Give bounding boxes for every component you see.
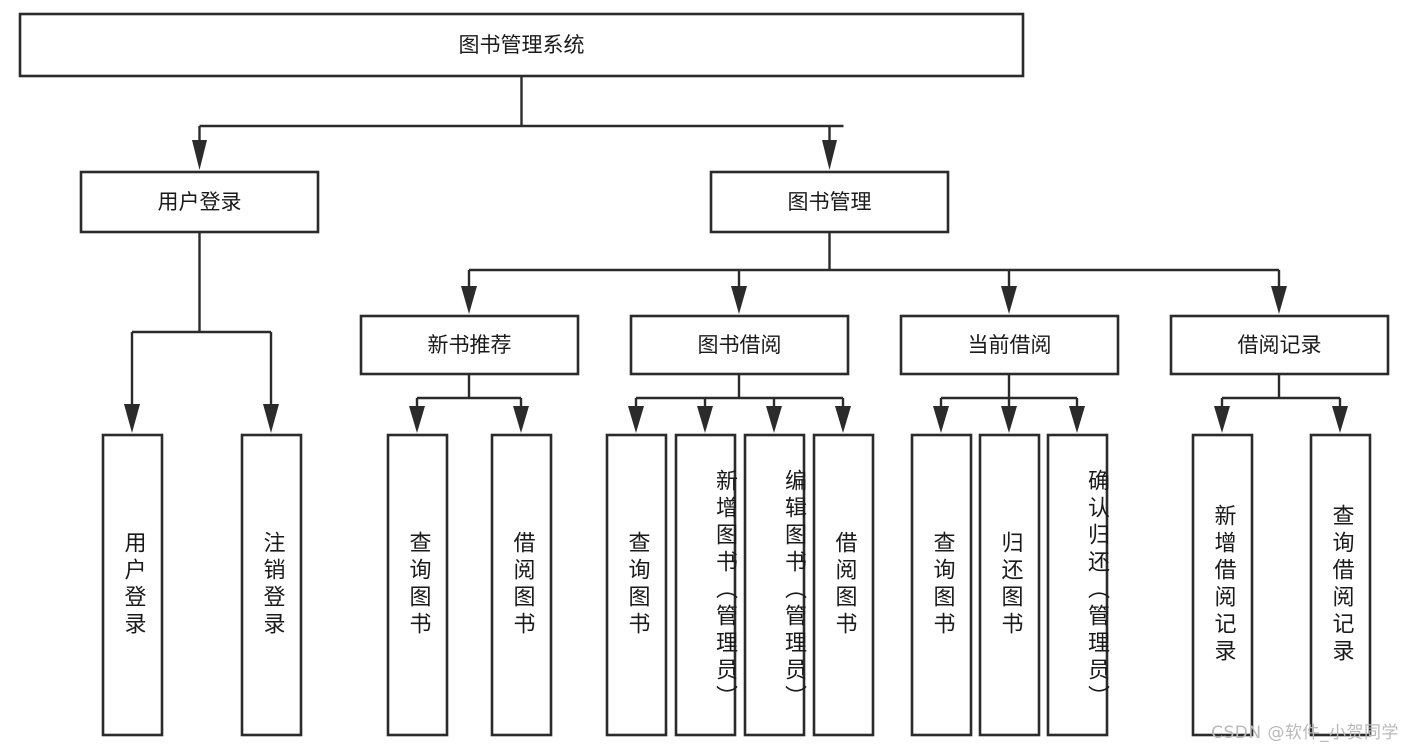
leaf-box-borrow-record-2[interactable]: [1309, 433, 1372, 737]
arrow-bookmgmt-child-1: [461, 286, 477, 314]
leaf-box-current-borrow-2[interactable]: [978, 433, 1041, 737]
arrow-borrowrecord-leaf-1: [1214, 406, 1230, 433]
arrow-root-to-user-login: [192, 140, 207, 170]
node-user-login-box[interactable]: [79, 170, 320, 234]
node-borrow-record-box[interactable]: [1169, 314, 1390, 376]
node-borrow-record[interactable]: 借阅记录: [1169, 314, 1390, 376]
node-new-book-recommend-label: 新书推荐: [428, 333, 512, 357]
arrow-bookmgmt-child-3: [1001, 286, 1017, 314]
node-current-borrow-label: 当前借阅: [968, 333, 1052, 357]
leaf-box-book-borrow-3[interactable]: [743, 433, 806, 737]
leaf-box-group: [101, 433, 1372, 737]
arrow-bookmgmt-child-2: [731, 286, 747, 314]
leaf-box-current-borrow-3[interactable]: [1046, 433, 1109, 737]
leaf-box-new-book-2[interactable]: [490, 433, 553, 737]
leaf-box-borrow-record-1[interactable]: [1191, 433, 1254, 737]
leaf-box-current-borrow-1[interactable]: [910, 433, 973, 737]
arrow-bookborrow-leaf-4: [835, 406, 851, 433]
arrow-bookborrow-leaf-1: [628, 406, 644, 433]
arrow-userlogin-leaf-1: [124, 404, 140, 433]
leaf-box-book-borrow-4[interactable]: [812, 433, 875, 737]
node-book-borrow-label: 图书借阅: [698, 333, 782, 357]
leaf-box-book-borrow-2[interactable]: [674, 433, 737, 737]
arrow-currentborrow-leaf-1: [933, 406, 949, 433]
node-book-management-label: 图书管理: [788, 190, 872, 214]
arrow-root-to-book-mgmt: [822, 140, 837, 170]
arrow-currentborrow-leaf-2: [1001, 406, 1017, 433]
node-book-management[interactable]: 图书管理: [709, 170, 950, 234]
connector-group: [124, 76, 1348, 433]
node-user-login-label: 用户登录: [158, 190, 242, 214]
arrow-currentborrow-leaf-3: [1069, 406, 1085, 433]
leaf-box-user-login-2[interactable]: [240, 433, 303, 737]
leaf-box-book-borrow-1[interactable]: [605, 433, 668, 737]
node-book-borrow[interactable]: 图书借阅: [629, 314, 850, 376]
node-new-book-recommend[interactable]: 新书推荐: [359, 314, 580, 376]
arrow-userlogin-leaf-2: [263, 404, 279, 433]
arrow-borrowrecord-leaf-2: [1332, 406, 1348, 433]
node-book-management-box[interactable]: [709, 170, 950, 234]
node-root-system-box[interactable]: [18, 12, 1025, 78]
arrow-newbook-leaf-1: [409, 406, 425, 433]
node-user-login[interactable]: 用户登录: [79, 170, 320, 234]
arrow-bookborrow-leaf-3: [766, 406, 782, 433]
node-book-borrow-box[interactable]: [629, 314, 850, 376]
node-borrow-record-label: 借阅记录: [1238, 333, 1322, 357]
arrow-newbook-leaf-2: [513, 406, 529, 433]
node-current-borrow-box[interactable]: [899, 314, 1120, 376]
arrow-bookborrow-leaf-2: [697, 406, 713, 433]
leaf-box-new-book-1[interactable]: [386, 433, 449, 737]
node-new-book-recommend-box[interactable]: [359, 314, 580, 376]
node-root-system[interactable]: 图书管理系统: [18, 12, 1025, 78]
leaf-box-user-login-1[interactable]: [101, 433, 164, 737]
arrow-bookmgmt-child-4: [1271, 286, 1287, 314]
node-root-system-label: 图书管理系统: [459, 33, 585, 57]
node-current-borrow[interactable]: 当前借阅: [899, 314, 1120, 376]
